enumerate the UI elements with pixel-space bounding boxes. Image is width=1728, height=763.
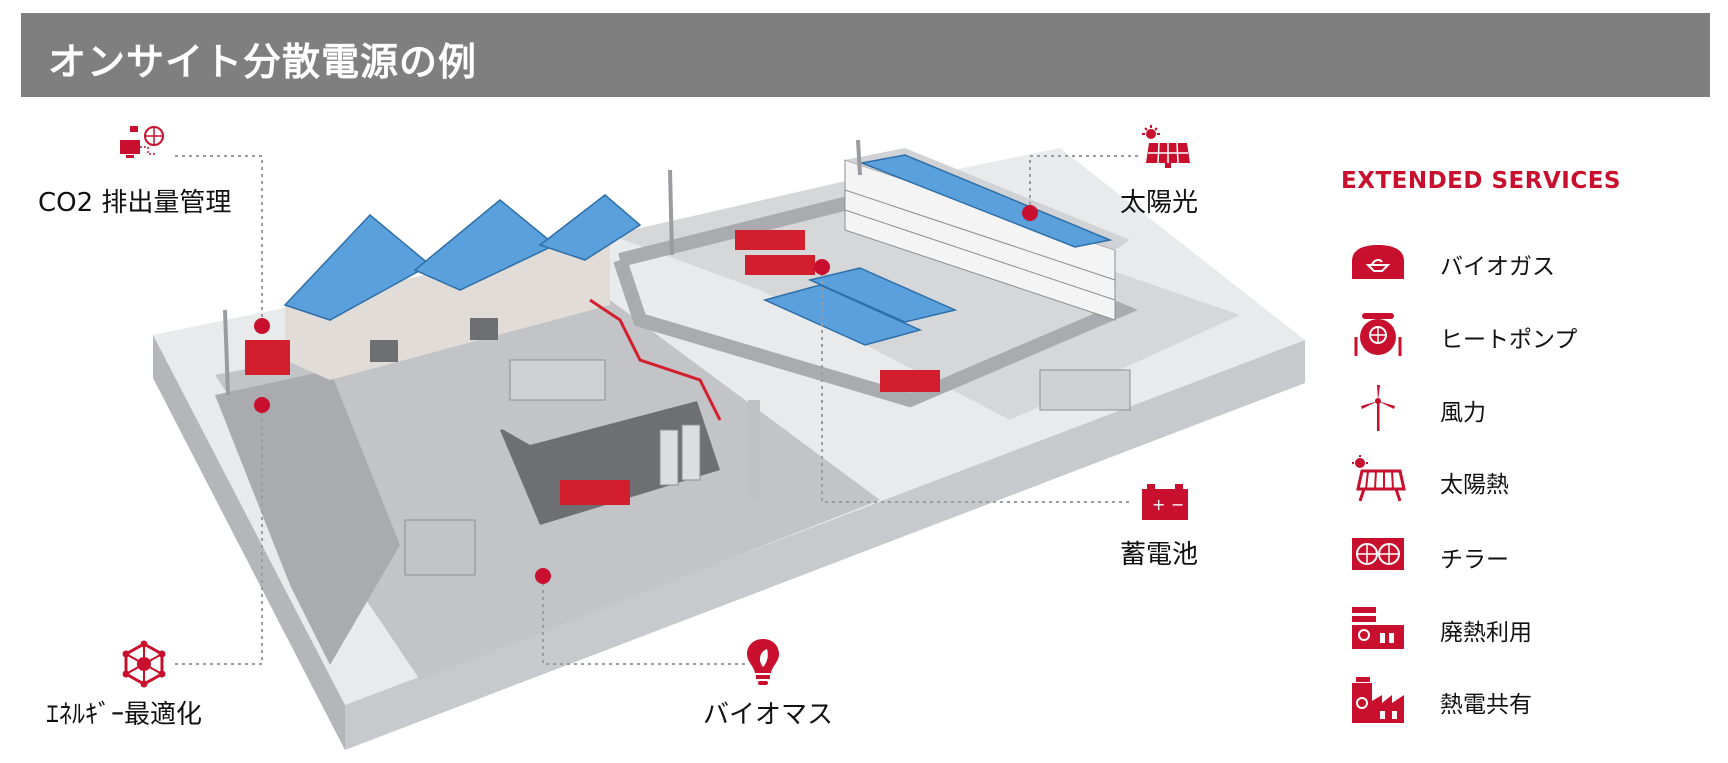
silo: [659, 429, 679, 486]
biomass-hall-roof: [495, 375, 720, 445]
service-label: バイオガス: [1440, 254, 1555, 280]
road-left: [215, 370, 400, 665]
hotspot-energy[interactable]: [254, 397, 270, 413]
heat-pump-icon: [1354, 313, 1402, 356]
service-label: 太陽熱: [1440, 472, 1509, 498]
service-label: 熱電共有: [1440, 692, 1532, 718]
factory-door-2: [470, 318, 498, 340]
energy-network-icon: [122, 640, 166, 688]
biogas-icon: [1352, 245, 1404, 279]
service-label: 風力: [1440, 400, 1486, 426]
title-bar: オンサイト分散電源の例: [21, 13, 1710, 97]
service-item-wind: 風力: [1350, 383, 1690, 433]
leader-battery: [821, 267, 1132, 503]
battery-label: 蓄電池: [1120, 540, 1199, 570]
svg-text:+: +: [1152, 495, 1165, 514]
cooling-tower: [1039, 369, 1131, 411]
cogeneration-icon: [1352, 677, 1404, 723]
carport-solar-1: [762, 284, 923, 346]
energy-opt-label: ｴﾈﾙｷﾞｰ最適化: [46, 700, 203, 730]
ground-slab-side: [153, 335, 345, 750]
leader-biomass: [542, 576, 745, 665]
leader-co2: [175, 155, 263, 326]
hotspot-solar[interactable]: [1022, 205, 1038, 221]
carport-solar-2: [807, 267, 958, 323]
solar-label: 太陽光: [1120, 188, 1199, 218]
battery-icon: + −: [1142, 484, 1188, 520]
solar-panel-icon: [1142, 125, 1190, 168]
container: [735, 230, 805, 250]
chimney: [748, 400, 760, 500]
light-mast: [668, 169, 674, 256]
service-item-chiller: チラー: [1350, 530, 1690, 580]
silo: [681, 424, 701, 481]
service-item-waste-heat: 廃熱利用: [1350, 603, 1690, 653]
container: [245, 340, 290, 375]
service-item-biogas: バイオガス: [1350, 237, 1690, 287]
container: [745, 255, 815, 275]
chiller-icon: [1352, 538, 1404, 570]
service-label: ヒートポンプ: [1440, 327, 1578, 353]
hotspot-co2[interactable]: [254, 318, 270, 334]
ground-slab-front: [345, 340, 1305, 750]
hotspot-battery[interactable]: [814, 259, 830, 275]
red-pipe: [589, 298, 722, 421]
office-floor-line: [844, 189, 1116, 281]
office-solar: [859, 154, 1113, 248]
extended-services-title: EXTENDED SERVICES: [1341, 168, 1621, 194]
svg-text:−: −: [1171, 495, 1184, 514]
page-title: オンサイト分散電源の例: [48, 40, 478, 84]
solar-thermal-icon: [1352, 455, 1406, 502]
service-item-heat-pump: ヒートポンプ: [1350, 310, 1690, 360]
service-label: 廃熱利用: [1440, 620, 1532, 646]
wind-turbine-icon: [1361, 385, 1395, 431]
leader-energy: [175, 405, 263, 665]
waste-heat-icon: [1352, 607, 1404, 649]
factory-roof-3: [538, 194, 642, 261]
service-item-cogeneration: 熱電共有: [1350, 675, 1690, 725]
service-label: チラー: [1440, 547, 1509, 573]
biomass-label: バイオマス: [703, 700, 834, 730]
hotspot-biomass[interactable]: [535, 568, 551, 584]
office-floor-line: [844, 209, 1116, 301]
leader-solar: [1029, 155, 1138, 213]
factory-door-1: [370, 340, 398, 362]
light-mast: [223, 309, 230, 396]
light-mast: [856, 139, 862, 176]
road-loop: [613, 192, 1138, 408]
leader-lines: [175, 155, 1138, 665]
co2-label: CO2 排出量管理: [38, 188, 232, 218]
container: [880, 370, 940, 392]
biomass-bulb-icon: [747, 639, 779, 685]
biomass-unit: [560, 480, 630, 505]
cooling-tower: [509, 359, 606, 401]
substation: [404, 519, 476, 576]
factory-wall: [285, 235, 610, 380]
service-item-solar-thermal: 太陽熱: [1350, 455, 1690, 505]
co2-monitor-icon: [120, 126, 164, 158]
